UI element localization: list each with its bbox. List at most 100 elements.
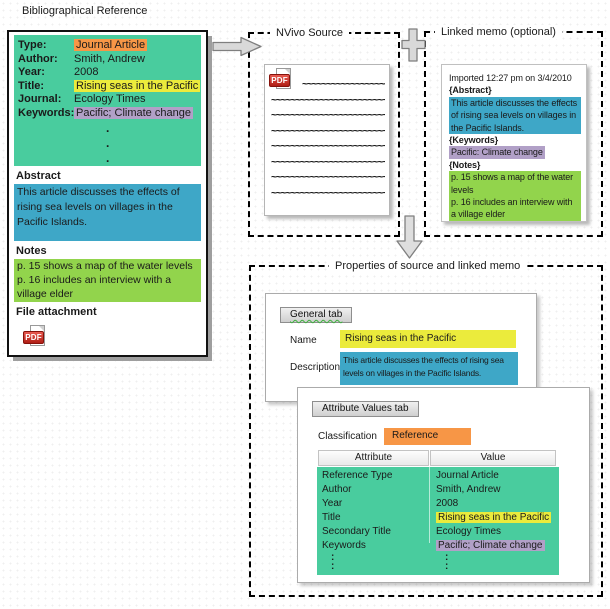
attribute-table-header: Attribute Value <box>318 450 556 466</box>
squiggle-line: ~~~~~~~~~~~~~~~~~~~~~~~~~~~~~~ <box>271 156 385 168</box>
attribute-cell: Author <box>322 484 352 495</box>
file-attachment-heading: File attachment <box>16 306 97 318</box>
classification-field[interactable]: Reference <box>384 428 471 445</box>
attribute-table: Reference Type Journal Article Author Sm… <box>317 467 559 575</box>
linked-memo-label: Linked memo (optional) <box>435 25 562 39</box>
value-column-header: Value <box>430 450 556 466</box>
field-label: Journal: <box>18 93 62 106</box>
table-row: Reference Type Journal Article <box>317 467 559 483</box>
notes-text: p. 15 shows a map of the water levels p.… <box>14 259 201 302</box>
placeholder-text-lines: ~~~~~~~~~~~~~~~~~~~~~~~~~~~~~~ ~~~~~~~~~… <box>271 77 385 201</box>
table-row: Title Rising seas in the Pacific <box>317 511 559 525</box>
value-cell-highlight: Pacific; Climate change <box>436 540 545 551</box>
pdf-file-icon[interactable]: PDF <box>269 68 295 92</box>
memo-abstract-heading: {Abstract} <box>449 85 492 96</box>
field-row-journal: Journal: Ecology Times <box>14 93 201 107</box>
memo-notes-line: p. 16 includes an interview with a villa… <box>451 197 573 220</box>
notes-line: p. 16 includes an interview with a villa… <box>17 273 172 300</box>
memo-notes-text: p. 15 shows a map of the water levels p.… <box>449 171 581 221</box>
squiggle-line: ~~~~~~~~~~~~~~~~~~~~~~~~~~~~~~ <box>271 125 385 137</box>
general-tab-button[interactable]: General tab <box>280 307 353 323</box>
memo-keywords-heading: {Keywords} <box>449 135 499 146</box>
value-cell: Smith, Andrew <box>436 484 501 495</box>
bibliographical-reference-title: Bibliographical Reference <box>22 5 148 17</box>
pdf-badge: PDF <box>269 74 290 87</box>
linked-memo-box: Linked memo (optional) Imported 12:27 pm… <box>424 25 603 237</box>
name-field[interactable]: Rising seas in the Pacific <box>340 330 516 348</box>
squiggle-line: ~~~~~~~~~~~~~~~~~~~~~~~~~~~~~~ <box>271 187 385 199</box>
attribute-cell: Title <box>322 512 341 523</box>
value-cell: Journal Article <box>436 470 499 481</box>
notes-heading: Notes <box>16 245 47 257</box>
field-value: 2008 <box>74 66 99 79</box>
pdf-fold-corner <box>39 326 44 331</box>
pdf-fold-corner <box>285 69 290 74</box>
reference-fields-area: Type: Journal Article Author: Smith, And… <box>14 35 201 166</box>
nvivo-source-label: NVivo Source <box>270 26 350 40</box>
table-row: Secondary Title Ecology Times <box>317 525 559 539</box>
attribute-values-panel: Attribute Values tab Classification Refe… <box>297 387 590 583</box>
memo-notes-line: p. 15 shows a map of the water levels <box>451 172 574 195</box>
memo-keywords-text: Pacific: Climate change <box>449 146 545 159</box>
attribute-cell: Keywords <box>322 540 366 551</box>
attribute-cell: Secondary Title <box>322 526 391 537</box>
field-row-year: Year: 2008 <box>14 66 201 80</box>
attribute-values-tab-button[interactable]: Attribute Values tab <box>312 401 419 417</box>
pdf-badge: PDF <box>23 331 44 344</box>
field-label: Keywords: <box>18 106 75 119</box>
field-label: Title: <box>18 79 45 92</box>
field-label: Year: <box>18 66 45 79</box>
field-value-highlight: Journal Article <box>74 39 148 51</box>
properties-label: Properties of source and linked memo <box>329 259 527 273</box>
pdf-file-icon[interactable]: PDF <box>23 325 49 349</box>
table-row: Year 2008 <box>317 497 559 511</box>
abstract-text: This article discusses the effects of ri… <box>14 184 201 241</box>
memo-notes-heading: {Notes} <box>449 159 481 170</box>
attribute-values-tab-button-label: Attribute Values tab <box>322 403 409 414</box>
general-tab-button-label: General tab <box>290 309 343 320</box>
field-row-title: Title: Rising seas in the Pacific <box>14 79 201 94</box>
memo-imported-line: Imported 12:27 pm on 3/4/2010 <box>449 73 572 83</box>
flow-down-arrow-icon <box>396 215 423 259</box>
abstract-heading: Abstract <box>16 170 61 182</box>
attribute-column-header: Attribute <box>318 450 429 466</box>
table-ellipsis-row: : : <box>331 552 449 563</box>
flow-right-arrow-icon <box>212 36 262 57</box>
table-ellipsis-row: : : <box>331 561 449 572</box>
field-row-author: Author: Smith, Andrew <box>14 53 201 67</box>
field-label: Author: <box>18 52 58 65</box>
bibliographical-reference-card: Type: Journal Article Author: Smith, And… <box>7 30 208 357</box>
memo-page: Imported 12:27 pm on 3/4/2010 {Abstract}… <box>441 64 587 222</box>
field-value: Smith, Andrew <box>74 52 145 65</box>
squiggle-line: ~~~~~~~~~~~~~~~~~~~~~~~~~~~~~~ <box>271 141 385 152</box>
column-separator <box>429 467 430 543</box>
value-cell: 2008 <box>436 498 459 509</box>
value-cell: Ecology Times <box>436 526 502 537</box>
value-cell-highlight: Rising seas in the Pacific <box>436 512 552 523</box>
field-row-type: Type: Journal Article <box>14 39 201 53</box>
squiggle-line: ~~~~~~~~~~~~~~~~~~~~~~~~~~~~~~ <box>271 172 385 183</box>
file-attachment-row: PDF <box>23 325 202 351</box>
plus-connector-icon <box>401 28 426 62</box>
table-row: Keywords Pacific; Climate change <box>317 539 559 553</box>
memo-abstract-text: This article discusses the effects of ri… <box>449 96 581 135</box>
field-value: Ecology Times <box>74 93 146 106</box>
vertical-ellipsis: . . . <box>106 120 110 165</box>
field-value-highlight: Rising seas in the Pacific <box>74 79 201 92</box>
field-value-highlight: Pacific; Climate change <box>74 106 193 119</box>
attribute-cell: Year <box>322 498 343 509</box>
nvivo-source-box: NVivo Source PDF ~~~~~~~~~~~~~~~~~~~~~~~… <box>248 26 400 237</box>
classification-label: Classification <box>318 431 377 442</box>
properties-box: Properties of source and linked memo Gen… <box>249 259 603 597</box>
attribute-cell: Reference Type <box>322 470 393 481</box>
field-label: Type: <box>18 39 47 51</box>
name-label: Name <box>290 335 317 346</box>
squiggle-line: ~~~~~~~~~~~~~~~~~~~~~~~~~~~~~~ <box>271 94 385 106</box>
squiggle-line: ~~~~~~~~~~~~~~~~~~~~~~~~~~~~~~ <box>271 110 385 121</box>
description-label: Description <box>290 362 341 373</box>
table-row: Author Smith, Andrew <box>317 483 559 497</box>
notes-line: p. 15 shows a map of the water levels <box>17 260 193 272</box>
description-field[interactable]: This article discusses the effects of ri… <box>340 352 518 385</box>
squiggle-line: ~~~~~~~~~~~~~~~~~~~~~~~~~~~~~~ <box>302 79 385 90</box>
